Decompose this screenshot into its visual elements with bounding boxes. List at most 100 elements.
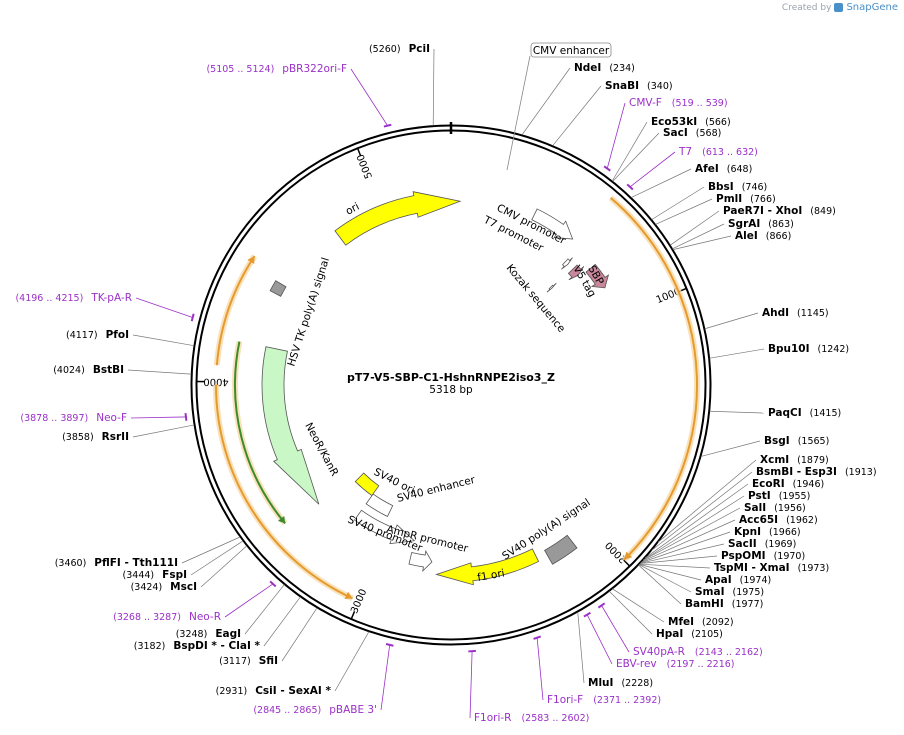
enzyme-bbsi[interactable]: BbsI(746) [708,181,767,193]
enzyme-pmli[interactable]: PmlI(766) [716,193,776,205]
orf-arc-0[interactable] [610,197,698,561]
plasmid-name: pT7-V5-SBP-C1-HshnRNPE2iso3_Z [347,371,555,384]
feature-sv40-promoter[interactable] [353,509,416,545]
enzyme-xcmi[interactable]: XcmI(1879) [760,454,829,466]
primer-f1ori-r[interactable]: F1ori-R(2583 .. 2602) [474,712,589,724]
cmv-enhancer-box[interactable] [530,42,612,58]
primer-t7[interactable]: T7(613 .. 632) [678,146,758,158]
tick-label-4000: 4000 [203,376,229,387]
enzyme-bsmbi-esp3i[interactable]: BsmBI - Esp3I(1913) [756,466,877,478]
enzyme-mlui[interactable]: MluI(2228) [588,677,653,689]
enzyme-leader-bamhi [638,564,682,605]
enzyme-alei[interactable]: AleI(866) [735,230,791,242]
primer-mark-cmv-f[interactable] [603,165,611,172]
enzyme-afei[interactable]: AfeI(648) [695,163,752,175]
enzyme-saci[interactable]: SacI(568) [663,127,721,139]
enzyme-tspmi-xmai[interactable]: TspMI - XmaI(1973) [714,562,829,574]
enzyme-bsgi[interactable]: BsgI(1565) [764,435,829,447]
primer-neo-f[interactable]: (3878 .. 3897)Neo-F [20,412,127,424]
enzyme-bamhi[interactable]: BamHI(1977) [685,598,763,610]
primer-tk-pa-r[interactable]: (4196 .. 4215)TK-pA-R [15,292,132,304]
feature-sv40-enhancer[interactable] [365,493,394,517]
plasmid-size: 5318 bp [429,384,473,396]
primer-pbabe-3[interactable]: (2845 .. 2865)pBABE 3' [253,704,377,716]
enzyme-leader-csii-sexai [334,631,370,692]
enzyme-pspomi[interactable]: PspOMI(1970) [721,550,805,562]
primer-leader-f1ori-r [469,651,473,719]
feature-label-f1-ori: f1 ori [476,567,505,584]
primer-pbr322ori-f[interactable]: (5105 .. 5124)pBR322ori-F [206,63,347,75]
primer-leader-f1ori-f [536,637,544,701]
enzyme-apai[interactable]: ApaI(1974) [705,574,771,586]
enzyme-fspi[interactable]: (3444)FspI [123,569,187,581]
enzyme-mfei[interactable]: MfeI(2092) [668,616,734,628]
enzyme-bstbi[interactable]: (4024)BstBI [53,364,124,376]
enzyme-bspdi-clai[interactable]: (3182)BspDI * - ClaI * [134,640,261,652]
enzyme-csii-sexai[interactable]: (2931)CsiI - SexAI * [216,685,332,697]
feature-t7-promoter[interactable] [561,257,573,270]
feature-ampr-promoter[interactable] [408,549,433,572]
primer-mark-neo-r[interactable] [269,580,277,588]
enzyme-pflfi-tth111i[interactable]: (3460)PflFI - Tth111I [55,557,178,569]
enzyme-leader-saci [612,132,660,182]
feature-label-ori: ori [344,201,362,218]
orf-arc-2[interactable] [215,255,256,366]
primer-mark-ebv-rev[interactable] [583,611,591,618]
primer-ebv-rev[interactable]: EBV-rev(2197 .. 2216) [616,658,735,670]
enzyme-pfoi[interactable]: (4117)PfoI [66,329,129,341]
feature-cmv-promoter[interactable] [531,208,574,240]
feature-v5-tag[interactable] [567,264,585,281]
orf-arc-3[interactable] [234,341,286,525]
enzyme-leader-pfoi [132,334,195,347]
enzyme-ahdi[interactable]: AhdI(1145) [762,307,829,319]
enzyme-hpai[interactable]: HpaI(2105) [656,628,723,640]
enzyme-kpni[interactable]: KpnI(1966) [734,526,801,538]
enzyme-bpu10i[interactable]: Bpu10I(1242) [768,343,849,355]
primer-mark-f1ori-f[interactable] [533,635,542,640]
enzyme-smai[interactable]: SmaI(1975) [695,586,764,598]
orf-arc-1[interactable] [214,384,353,600]
primer-mark-sv40pa-r[interactable] [597,602,606,609]
enzyme-leader-bsmbi-esp3i [651,471,753,551]
feature-sv40-poly-a-signal[interactable] [544,534,578,565]
primer-mark-tk-pa-r[interactable] [190,313,195,322]
enzyme-paqci[interactable]: PaqCI(1415) [768,407,841,419]
primer-mark-t7[interactable] [626,183,634,191]
primer-cmv-f[interactable]: CMV-F(519 .. 539) [629,97,728,109]
enzyme-sacii[interactable]: SacII(1969) [728,538,796,550]
primer-mark-neo-f[interactable] [184,413,188,421]
enzyme-snabi[interactable]: SnaBI(340) [605,80,673,92]
feature-hsv-tk-poly-a-signal[interactable] [269,280,287,297]
primer-mark-f1ori-r[interactable] [468,649,476,653]
primer-mark-pbr322ori-f[interactable] [383,123,392,128]
enzyme-sfii[interactable]: (3117)SfiI [219,655,278,667]
enzyme-eagi[interactable]: (3248)EagI [176,628,241,640]
enzyme-leader-smai [638,564,692,593]
enzyme-ecori[interactable]: EcoRI(1946) [752,478,824,490]
feature-kozak-sequence[interactable] [546,282,557,293]
primer-f1ori-f[interactable]: F1ori-F(2371 .. 2392) [547,694,661,706]
enzyme-msci[interactable]: (3424)MscI [131,581,197,593]
primer-sv40pa-r[interactable]: SV40pA-R(2143 .. 2162) [633,646,763,658]
enzyme-leader-eagi [244,584,285,635]
enzyme-paer7i-xhoi[interactable]: PaeR7I - XhoI(849) [723,205,836,217]
enzyme-leader-snabi [552,85,602,146]
feature-sv40-ori[interactable] [354,472,380,497]
feature-ori[interactable] [334,191,462,246]
feature-f1-ori[interactable] [435,548,540,586]
enzyme-eco53ki[interactable]: Eco53kI(566) [651,116,731,128]
enzyme-rsrii[interactable]: (3858)RsrII [62,431,129,443]
feature-sbp[interactable] [585,263,610,289]
feature-neor-kanr[interactable] [261,346,320,505]
enzyme-acc65i[interactable]: Acc65I(1962) [739,514,818,526]
enzyme-sali[interactable]: SalI(1956) [744,502,806,514]
primer-leader-ebv-rev [586,614,613,665]
enzyme-sgrai[interactable]: SgrAI(863) [728,218,794,230]
enzyme-ndei[interactable]: NdeI(234) [574,62,635,74]
primer-neo-r[interactable]: (3268 .. 3287)Neo-R [113,611,221,623]
enzyme-pcii[interactable]: (5260)PciI [369,43,430,55]
enzyme-psti[interactable]: PstI(1955) [748,490,810,502]
primer-mark-pbabe-3[interactable] [385,643,394,647]
